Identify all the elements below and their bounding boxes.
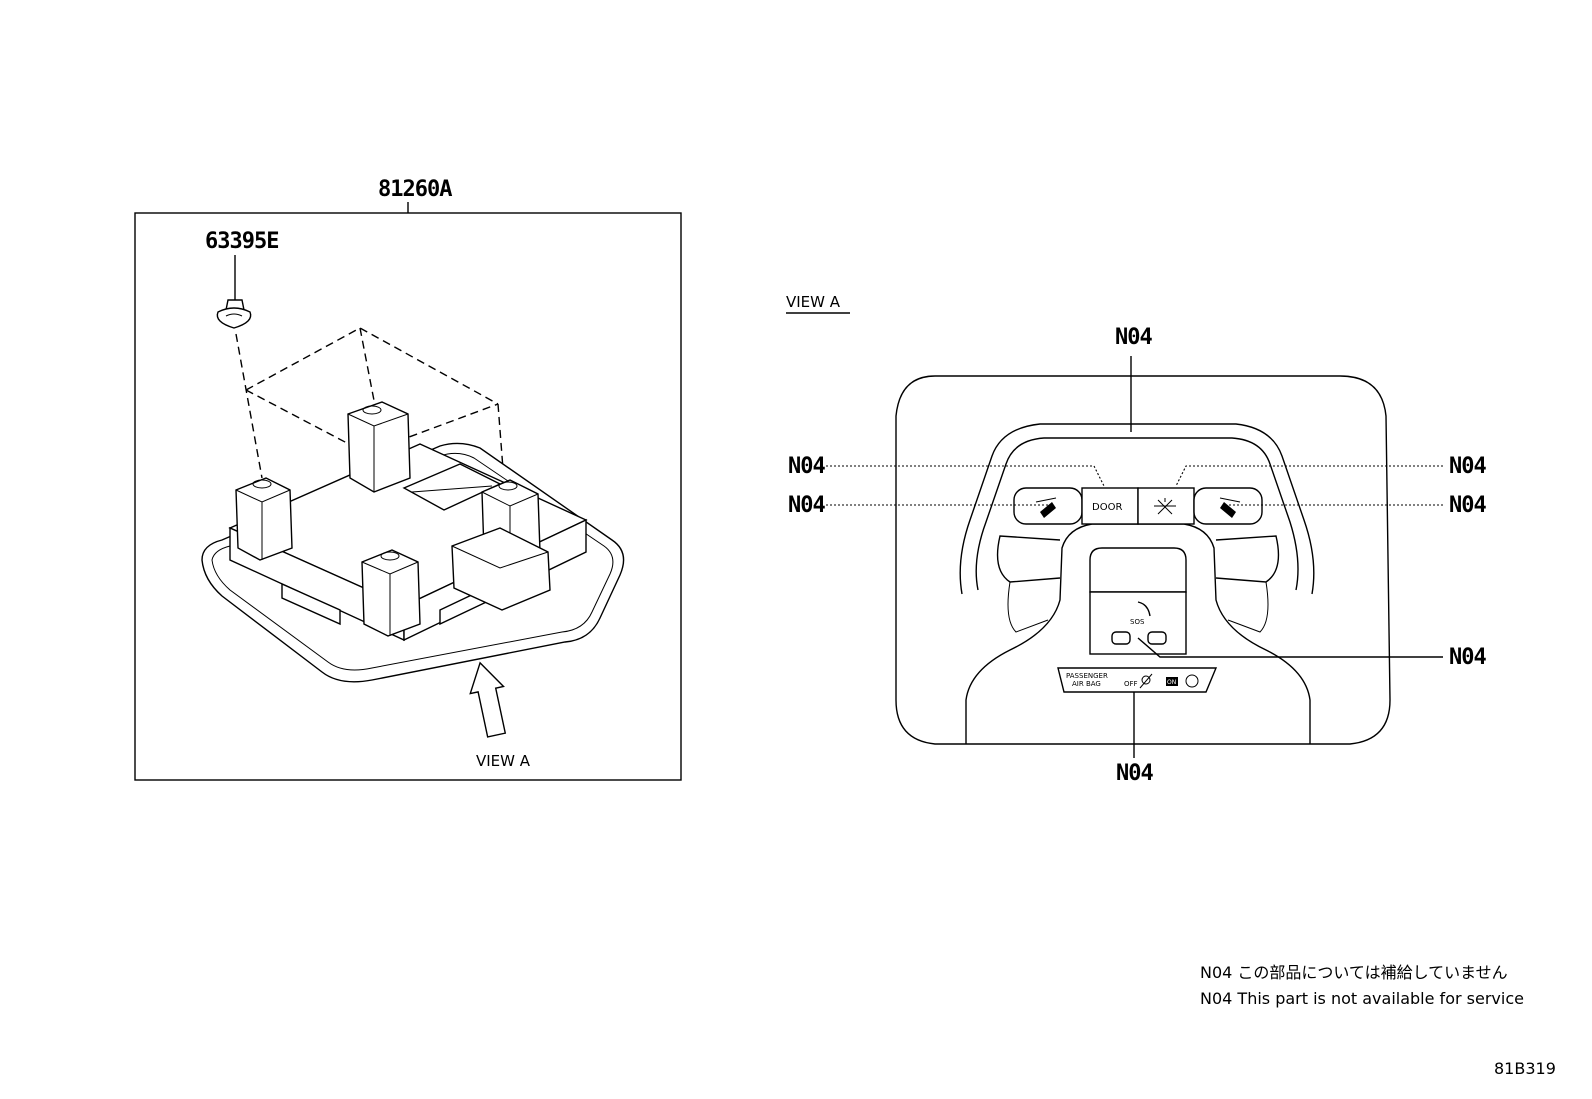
view-arrow-icon xyxy=(469,661,507,738)
n04-label-right-upper: N04 xyxy=(1449,454,1486,479)
n04-label-left-lower: N04 xyxy=(788,493,825,518)
airbag-label-line2: AIR BAG xyxy=(1072,680,1101,688)
console-housing xyxy=(201,401,625,683)
airbag-off-label: OFF xyxy=(1124,680,1138,688)
sos-unit: SOS xyxy=(1089,547,1187,655)
view-arrow-label: VIEW A xyxy=(476,752,531,770)
clip-part-number: 63395E xyxy=(205,229,278,254)
button-arch xyxy=(959,423,1315,595)
note-japanese: N04 この部品については補給していません xyxy=(1200,963,1508,982)
view-a-title: VIEW A xyxy=(786,293,841,311)
view-a-detail: VIEW A DOOR xyxy=(786,293,1487,786)
n04-label-top: N04 xyxy=(1115,325,1152,350)
sos-button-right[interactable] xyxy=(1147,631,1167,645)
button-row: DOOR xyxy=(1013,487,1263,525)
sos-button-left[interactable] xyxy=(1111,631,1131,645)
n04-label-right-sos: N04 xyxy=(1449,645,1486,670)
dome-light-icon xyxy=(1154,498,1176,515)
door-button-label: DOOR xyxy=(1092,502,1122,513)
sos-phone-icon xyxy=(1137,601,1151,617)
map-light-left-icon xyxy=(1035,497,1057,518)
airbag-indicator: PASSENGER AIR BAG OFF ON xyxy=(1057,667,1218,693)
assembly-part-number: 81260A xyxy=(378,177,452,202)
figure-id: 81B319 xyxy=(1494,1059,1556,1078)
n04-label-left-upper: N04 xyxy=(788,454,825,479)
assembly-view: 81260A 63395E xyxy=(134,177,682,781)
console-bezel xyxy=(895,375,1391,745)
note-english: N04 This part is not available for servi… xyxy=(1200,989,1524,1008)
sos-label: SOS xyxy=(1130,618,1145,626)
airbag-status-icon xyxy=(1139,673,1153,689)
map-light-right-icon xyxy=(1219,497,1241,518)
n04-label-right-lower: N04 xyxy=(1449,493,1486,518)
door-button[interactable] xyxy=(1081,487,1139,525)
clip-icon xyxy=(216,299,252,329)
n04-label-bottom: N04 xyxy=(1116,761,1153,786)
airbag-label-line1: PASSENGER xyxy=(1066,672,1108,680)
n04-leaders xyxy=(826,356,1443,758)
airbag-on-label: ON xyxy=(1167,679,1176,686)
